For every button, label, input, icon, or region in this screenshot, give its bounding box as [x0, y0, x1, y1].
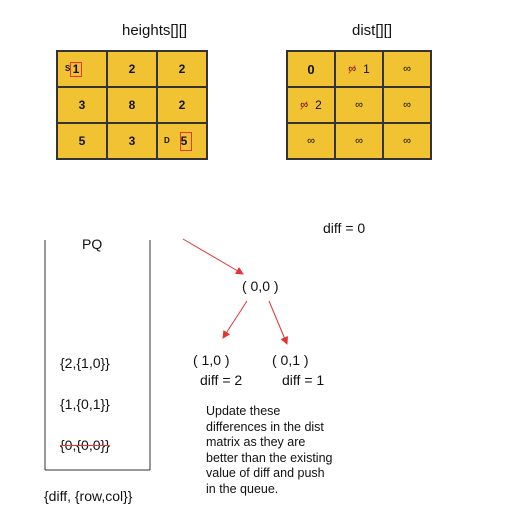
dist-cell-2-2: ∞: [383, 123, 431, 159]
dist-cell-1-1: ∞: [335, 87, 383, 123]
tree-left-node: ( 1,0 ): [193, 352, 230, 368]
heights-value: 8: [128, 98, 136, 112]
heights-cell-2-0: 5: [57, 123, 107, 159]
heights-value: 2: [178, 62, 186, 76]
dist-cell-2-1: ∞: [335, 123, 383, 159]
tree-right-node: ( 0,1 ): [272, 352, 309, 368]
diff-label: diff = 0: [323, 220, 366, 236]
dist-updated-value: 1: [363, 62, 370, 76]
heights-cell-0-0: S 1: [57, 51, 107, 87]
arrow-to-right: [268, 300, 288, 345]
arrow-to-root: [182, 238, 244, 275]
heights-value: 2: [128, 62, 136, 76]
dist-updated-value: 2: [315, 98, 322, 112]
dist-cell-1-0: ∞ 2: [287, 87, 335, 123]
heights-value: 2: [178, 98, 186, 112]
heights-value: 3: [128, 134, 136, 148]
dist-cell-1-2: ∞: [383, 87, 431, 123]
heights-cell-2-2: D 5: [157, 123, 207, 159]
pq-legend: {diff, {row,col}}: [44, 488, 133, 504]
heights-value: 5: [78, 134, 86, 148]
source-marker: S: [65, 64, 71, 73]
heights-cell-0-2: 2: [157, 51, 207, 87]
heights-cell-1-1: 8: [107, 87, 157, 123]
dist-cell-0-0: 0: [287, 51, 335, 87]
explanation-note: Update these differences in the dist mat…: [206, 404, 333, 496]
infinity-crossed-icon: ∞: [348, 63, 357, 75]
tree-left-diff: diff = 2: [200, 372, 243, 388]
heights-cell-1-2: 2: [157, 87, 207, 123]
dist-cell-0-2: ∞: [383, 51, 431, 87]
heights-grid: S 1 2 2 3 8 2 5 3 D 5: [56, 50, 208, 160]
dist-cell-0-1: ∞ 1: [335, 51, 383, 87]
pq-label: PQ: [82, 236, 103, 252]
heights-value: 5: [179, 131, 193, 151]
dist-value: 0: [307, 61, 315, 77]
pq-item: {1,{0,1}}: [60, 396, 110, 412]
heights-value: 3: [78, 98, 86, 112]
heights-cell-0-1: 2: [107, 51, 157, 87]
dist-cell-2-0: ∞: [287, 123, 335, 159]
heights-title: heights[][]: [122, 22, 188, 39]
arrow-to-left: [222, 300, 248, 339]
dest-marker: D: [164, 136, 170, 145]
dist-grid: 0 ∞ 1 ∞ ∞ 2 ∞ ∞ ∞ ∞ ∞: [286, 50, 432, 160]
heights-cell-1-0: 3: [57, 87, 107, 123]
pq-item: {2,{1,0}}: [60, 355, 110, 371]
tree-root-node: ( 0,0 ): [242, 278, 279, 294]
pq-item-popped: {0,{0,0}}: [60, 437, 110, 453]
heights-cell-2-1: 3: [107, 123, 157, 159]
heights-value: 1: [69, 61, 83, 77]
infinity-crossed-icon: ∞: [300, 99, 309, 111]
dist-title: dist[][]: [352, 22, 393, 39]
tree-right-diff: diff = 1: [282, 372, 325, 388]
